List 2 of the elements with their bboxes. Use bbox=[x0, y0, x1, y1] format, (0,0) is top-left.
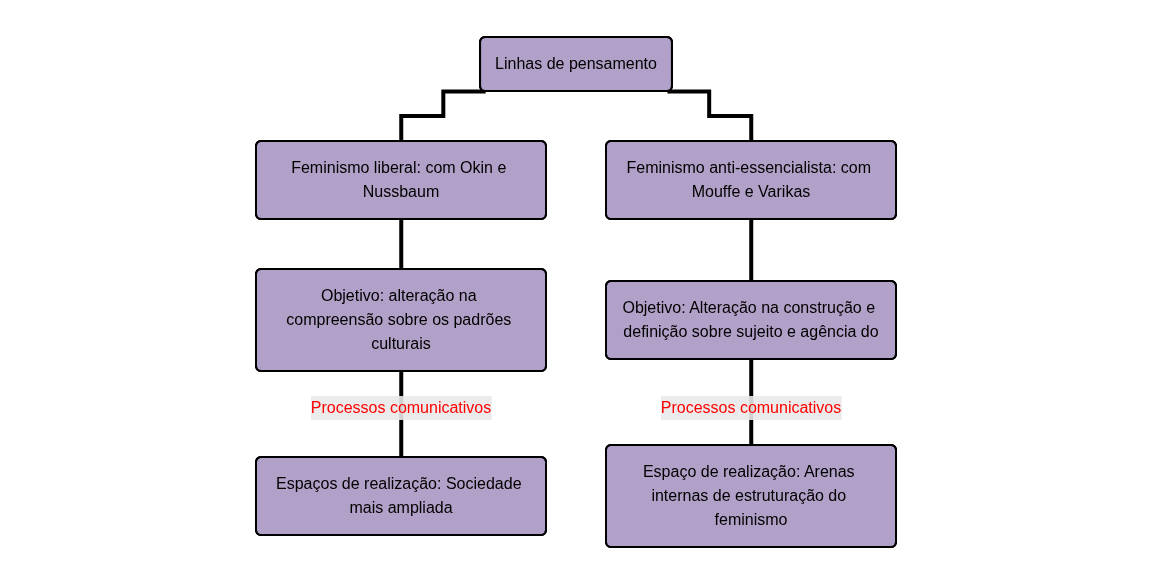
edge-label: Processos comunicativos bbox=[660, 398, 842, 416]
edge-label: Processos comunicativos bbox=[310, 398, 492, 416]
